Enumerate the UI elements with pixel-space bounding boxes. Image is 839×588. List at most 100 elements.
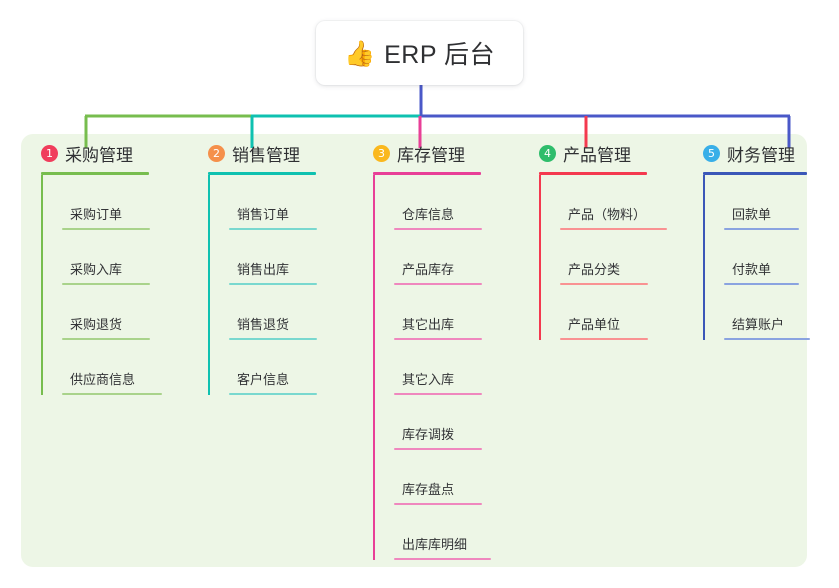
category-underline bbox=[41, 172, 149, 175]
menu-item-underline bbox=[229, 338, 317, 340]
menu-item-underline bbox=[724, 283, 799, 285]
category-index-badge: 5 bbox=[703, 144, 720, 162]
menu-item[interactable]: 采购订单 bbox=[62, 175, 162, 230]
menu-item-underline bbox=[62, 393, 162, 395]
menu-item-underline bbox=[394, 393, 482, 395]
menu-item-underline bbox=[560, 283, 648, 285]
category-header[interactable]: 5 财务管理 bbox=[703, 140, 810, 166]
category-label: 库存管理 bbox=[397, 145, 465, 165]
menu-item[interactable]: 回款单 bbox=[724, 175, 810, 230]
category-underline bbox=[539, 172, 647, 175]
menu-item-underline bbox=[229, 283, 317, 285]
menu-item[interactable]: 产品单位 bbox=[560, 285, 667, 340]
menu-item-underline bbox=[394, 448, 482, 450]
menu-item-label: 库存调拨 bbox=[402, 427, 455, 442]
category-children: 销售订单销售出库销售退货客户信息 bbox=[208, 175, 317, 395]
category-column: 1 采购管理采购订单采购入库采购退货供应商信息 bbox=[41, 140, 162, 395]
menu-item-label: 其它出库 bbox=[402, 317, 455, 332]
menu-item[interactable]: 仓库信息 bbox=[394, 175, 491, 230]
category-spine bbox=[703, 175, 705, 340]
category-header[interactable]: 2 销售管理 bbox=[208, 140, 317, 166]
menu-item[interactable]: 产品库存 bbox=[394, 230, 491, 285]
category-index-badge: 4 bbox=[539, 144, 556, 162]
menu-item-underline bbox=[560, 228, 667, 230]
menu-item-underline bbox=[229, 393, 317, 395]
category-children: 回款单付款单结算账户 bbox=[703, 175, 810, 340]
menu-item-underline bbox=[62, 283, 150, 285]
menu-item[interactable]: 客户信息 bbox=[229, 340, 317, 395]
category-children: 采购订单采购入库采购退货供应商信息 bbox=[41, 175, 162, 395]
category-children: 仓库信息产品库存其它出库其它入库库存调拨库存盘点出库库明细 bbox=[373, 175, 491, 560]
category-children: 产品（物料） 产品分类产品单位 bbox=[539, 175, 667, 340]
menu-item-underline bbox=[229, 228, 317, 230]
menu-item-label: 销售订单 bbox=[237, 207, 290, 222]
category-spine bbox=[41, 175, 43, 395]
menu-item[interactable]: 销售出库 bbox=[229, 230, 317, 285]
root-node-content: 👍 ERP 后台 bbox=[344, 35, 495, 71]
category-underline bbox=[703, 172, 807, 175]
menu-item-label: 库存盘点 bbox=[402, 482, 455, 497]
menu-item-label: 销售退货 bbox=[237, 317, 290, 332]
menu-item-underline bbox=[394, 503, 482, 505]
category-label: 产品管理 bbox=[563, 145, 631, 165]
menu-item-label: 供应商信息 bbox=[70, 372, 136, 387]
menu-item[interactable]: 库存调拨 bbox=[394, 395, 491, 450]
category-header[interactable]: 1 采购管理 bbox=[41, 140, 162, 166]
menu-item[interactable]: 采购入库 bbox=[62, 230, 162, 285]
menu-item[interactable]: 产品（物料） bbox=[560, 175, 667, 230]
menu-item-underline bbox=[62, 338, 150, 340]
category-index-badge: 1 bbox=[41, 144, 58, 162]
menu-item[interactable]: 付款单 bbox=[724, 230, 810, 285]
menu-item-underline bbox=[394, 283, 482, 285]
menu-item-label: 销售出库 bbox=[237, 262, 290, 277]
menu-item-underline bbox=[62, 228, 150, 230]
category-label: 销售管理 bbox=[232, 145, 300, 165]
category-column: 2 销售管理销售订单销售出库销售退货客户信息 bbox=[208, 140, 317, 395]
menu-item[interactable]: 出库库明细 bbox=[394, 505, 491, 560]
category-column: 4 产品管理产品（物料） 产品分类产品单位 bbox=[539, 140, 667, 340]
menu-item-underline bbox=[724, 338, 810, 340]
menu-item[interactable]: 结算账户 bbox=[724, 285, 810, 340]
menu-item[interactable]: 采购退货 bbox=[62, 285, 162, 340]
menu-item[interactable]: 其它入库 bbox=[394, 340, 491, 395]
category-label: 采购管理 bbox=[65, 145, 133, 165]
menu-item[interactable]: 产品分类 bbox=[560, 230, 667, 285]
category-header[interactable]: 4 产品管理 bbox=[539, 140, 667, 166]
menu-item[interactable]: 库存盘点 bbox=[394, 450, 491, 505]
category-column: 5 财务管理回款单付款单结算账户 bbox=[703, 140, 810, 340]
category-spine bbox=[373, 175, 375, 560]
menu-item-label: 产品分类 bbox=[568, 262, 621, 277]
menu-item-label: 采购订单 bbox=[70, 207, 123, 222]
category-index-badge: 2 bbox=[208, 144, 225, 162]
menu-item[interactable]: 销售退货 bbox=[229, 285, 317, 340]
menu-item-label: 仓库信息 bbox=[402, 207, 455, 222]
menu-item-underline bbox=[394, 338, 482, 340]
menu-item-underline bbox=[560, 338, 648, 340]
menu-item-label: 产品单位 bbox=[568, 317, 621, 332]
menu-item-label: 采购退货 bbox=[70, 317, 123, 332]
category-index-badge: 3 bbox=[373, 144, 390, 162]
menu-item-label: 其它入库 bbox=[402, 372, 455, 387]
menu-item-underline bbox=[724, 228, 799, 230]
menu-item-label: 客户信息 bbox=[237, 372, 290, 387]
menu-item[interactable]: 其它出库 bbox=[394, 285, 491, 340]
category-underline bbox=[208, 172, 316, 175]
root-title: ERP 后台 bbox=[384, 41, 496, 69]
category-spine bbox=[539, 175, 541, 340]
menu-item-underline bbox=[394, 558, 491, 560]
category-spine bbox=[208, 175, 210, 395]
root-node[interactable]: 👍 ERP 后台 bbox=[316, 21, 523, 85]
menu-item[interactable]: 销售订单 bbox=[229, 175, 317, 230]
category-underline bbox=[373, 172, 481, 175]
category-label: 财务管理 bbox=[727, 145, 795, 165]
menu-item-label: 产品库存 bbox=[402, 262, 455, 277]
menu-item-label: 采购入库 bbox=[70, 262, 123, 277]
diagram-panel bbox=[21, 134, 807, 567]
menu-item-label: 结算账户 bbox=[732, 317, 785, 332]
category-column: 3 库存管理仓库信息产品库存其它出库其它入库库存调拨库存盘点出库库明细 bbox=[373, 140, 491, 560]
menu-item[interactable]: 供应商信息 bbox=[62, 340, 162, 395]
category-header[interactable]: 3 库存管理 bbox=[373, 140, 491, 166]
menu-item-label: 付款单 bbox=[732, 262, 772, 277]
menu-item-label: 产品（物料） bbox=[568, 207, 647, 222]
